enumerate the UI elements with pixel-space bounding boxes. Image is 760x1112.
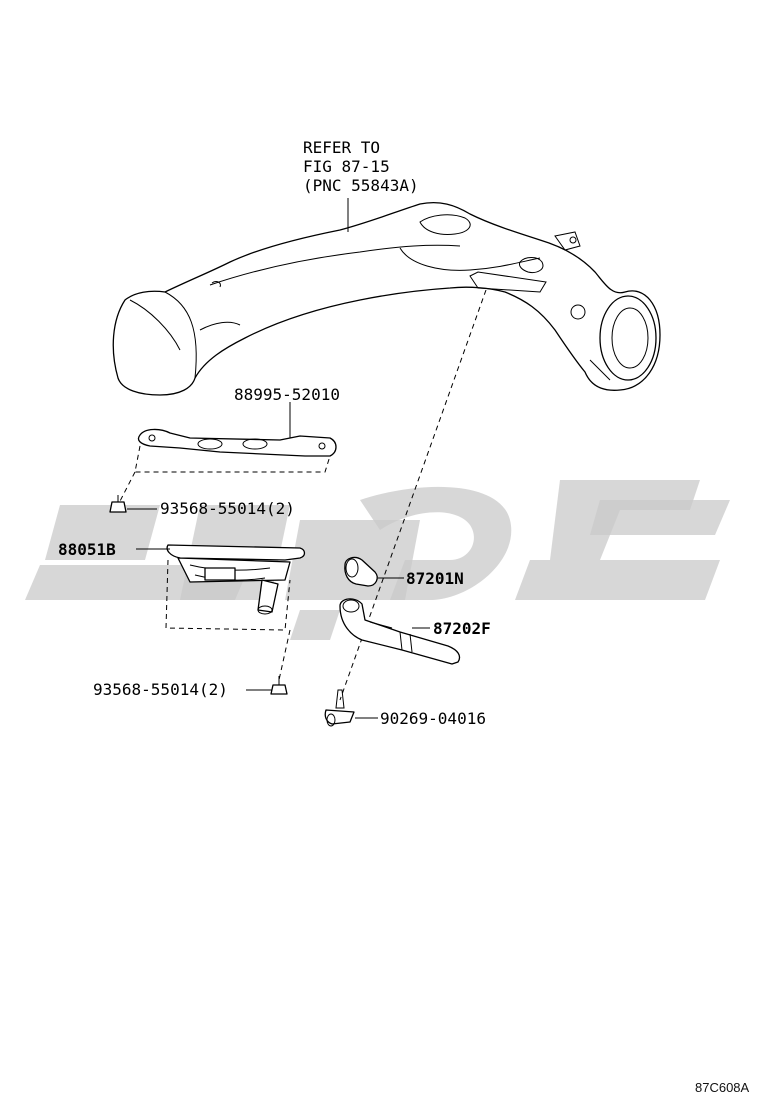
clip: 90269-04016	[324, 689, 486, 728]
label-hose-elbow: 87201N	[406, 569, 464, 588]
label-bracket: 88995-52010	[234, 385, 340, 404]
upper-screw: 93568-55014(2)	[109, 471, 295, 518]
air-duct	[112, 201, 661, 396]
hose-elbow: 87201N	[344, 556, 464, 588]
reference-note: REFER TO FIG 87-15 (PNC 55843A)	[303, 138, 419, 232]
reference-line-3: (PNC 55843A)	[303, 176, 419, 195]
sensor-assembly: 88051B	[58, 540, 306, 631]
label-clip: 90269-04016	[380, 709, 486, 728]
watermark-logo	[25, 480, 730, 640]
reference-line-1: REFER TO	[303, 138, 380, 157]
bracket: 88995-52010	[134, 385, 340, 473]
reference-line-2: FIG 87-15	[303, 157, 390, 176]
label-hose: 87202F	[433, 619, 491, 638]
figure-id: 87C608A	[695, 1080, 750, 1095]
label-sensor-assembly: 88051B	[58, 540, 116, 559]
lower-screw: 93568-55014(2)	[93, 629, 291, 699]
label-screw-lower: 93568-55014(2)	[93, 680, 228, 699]
hose: 87202F	[339, 598, 491, 665]
label-screw-upper: 93568-55014(2)	[160, 499, 295, 518]
